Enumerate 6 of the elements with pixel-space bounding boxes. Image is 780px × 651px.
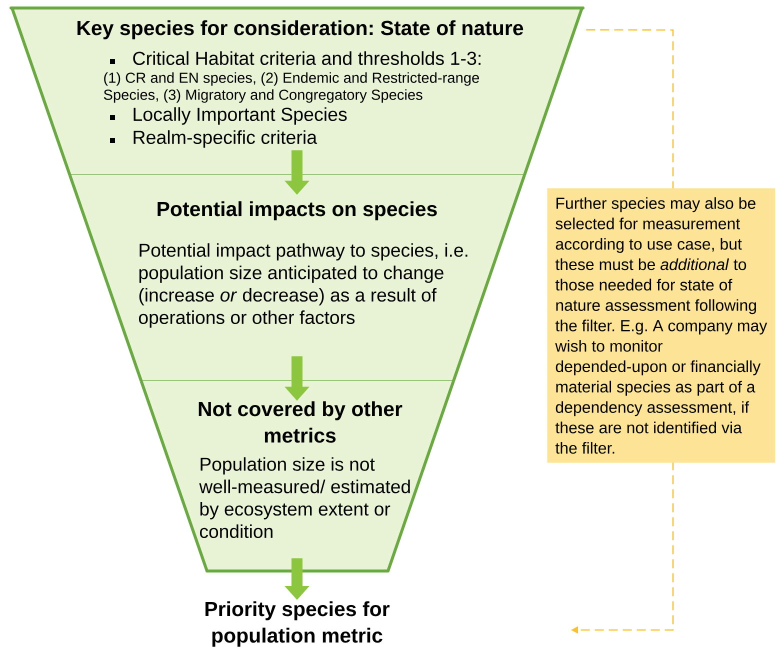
band-text: Population size is not well-measured/ estimated by ecosystem extent or condition	[199, 457, 410, 538]
note-box: Further species may also be selected for measurement according to use case, but these must be additional to those needed for state of nature assessment following the filter. E.g. A company may wish to monitor depended-upon or financially material species as part of a dependency assessment, if these are not identified via the filter.	[547, 188, 776, 463]
band-text: Potential impact pathway to species, i.e. population size anticipated to change (increase or decrease) as a result of operations or other factors	[139, 243, 468, 328]
band-heading: Potential impacts on species	[158, 201, 437, 220]
band-heading: Not covered by other metrics	[198, 401, 402, 443]
result-text: Priority species for population metric	[206, 601, 390, 647]
